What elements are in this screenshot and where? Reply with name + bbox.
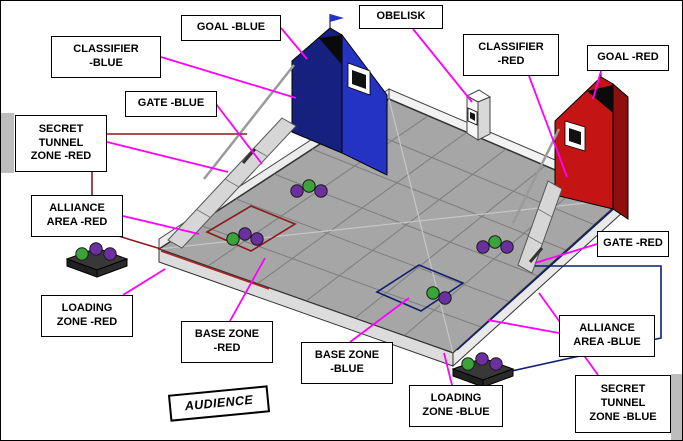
label-obelisk: OBELISK	[359, 5, 443, 29]
label-loading-zone-red: LOADING ZONE -RED	[41, 295, 133, 337]
callout-line-base-blue	[349, 297, 410, 343]
label-secret-tunnel-zone-red: SECRET TUNNEL ZONE -RED	[15, 115, 107, 172]
goal-blue-flag	[330, 14, 344, 22]
label-gate-red: GATE -RED	[597, 231, 669, 257]
ball-purple	[103, 247, 117, 261]
callout-line-obelisk	[412, 28, 473, 103]
goal-red-support-pole	[511, 128, 561, 224]
callout-line-gate-red	[534, 243, 598, 264]
callout-line-goal-blue	[280, 27, 308, 60]
goal-blue-structure	[291, 14, 388, 176]
label-goal-blue: GOAL -BLUE	[181, 15, 281, 41]
ball-purple	[314, 184, 328, 198]
callout-line-gate-blue	[215, 103, 263, 165]
ball-purple	[489, 357, 503, 371]
label-gate-blue: GATE -BLUE	[125, 91, 217, 117]
ball-green	[461, 357, 475, 371]
callout-line-classifier-red	[528, 75, 568, 178]
ball-purple	[238, 227, 252, 241]
canvas-edge-shade	[1, 113, 682, 440]
goal-red-apriltag	[564, 120, 586, 152]
label-base-zone-red: BASE ZONE -RED	[181, 321, 273, 363]
goal-blue-support-pole	[203, 64, 295, 180]
ramp-red	[511, 128, 563, 274]
callout-line-secret-tunnel-red	[106, 141, 229, 173]
artifact-balls	[75, 179, 514, 371]
callout-line-classifier-blue	[160, 56, 297, 99]
ball-green	[226, 232, 240, 246]
label-base-zone-blue: BASE ZONE -BLUE	[301, 342, 393, 384]
ball-purple	[89, 242, 103, 256]
ball-purple	[476, 240, 490, 254]
gate-red-bar	[528, 247, 544, 263]
callout-line-loading-red	[122, 268, 166, 296]
ramp-blue	[167, 64, 297, 249]
label-loading-zone-blue: LOADING ZONE -BLUE	[409, 385, 503, 427]
label-classifier-blue: CLASSIFIER -BLUE	[51, 36, 161, 78]
ball-purple	[438, 291, 452, 305]
label-secret-tunnel-zone-blue: SECRET TUNNEL ZONE -BLUE	[575, 375, 671, 433]
callout-line-alliance-blue	[487, 319, 560, 334]
callout-line-loading-blue	[443, 352, 453, 386]
ball-green	[75, 247, 89, 261]
ball-green	[488, 235, 502, 249]
ball-purple	[475, 352, 489, 366]
callout-line-base-red	[229, 257, 266, 322]
secret-tunnel-red-outline	[91, 133, 247, 250]
obelisk-structure	[465, 89, 492, 141]
ball-purple	[500, 240, 514, 254]
field-surface	[157, 98, 625, 354]
ball-purple	[290, 184, 304, 198]
label-classifier-red: CLASSIFIER -RED	[463, 34, 559, 76]
label-alliance-area-blue: ALLIANCE AREA -BLUE	[559, 315, 655, 357]
ball-green	[426, 286, 440, 300]
callout-line-goal-red	[592, 70, 602, 100]
ball-purple	[250, 232, 264, 246]
base-zone-blue-outline	[375, 264, 465, 312]
goal-blue-apriltag	[347, 62, 371, 96]
callout-line-alliance-red	[122, 215, 200, 235]
label-goal-red: GOAL -RED	[587, 45, 669, 71]
blue-tape-line	[456, 203, 620, 351]
label-alliance-area-red: ALLIANCE AREA -RED	[31, 195, 123, 237]
callout-lines	[106, 27, 602, 386]
ball-green	[302, 179, 316, 193]
obelisk-apriltag	[467, 107, 478, 126]
field-front-walls	[158, 197, 624, 368]
goal-red-structure	[554, 61, 629, 220]
